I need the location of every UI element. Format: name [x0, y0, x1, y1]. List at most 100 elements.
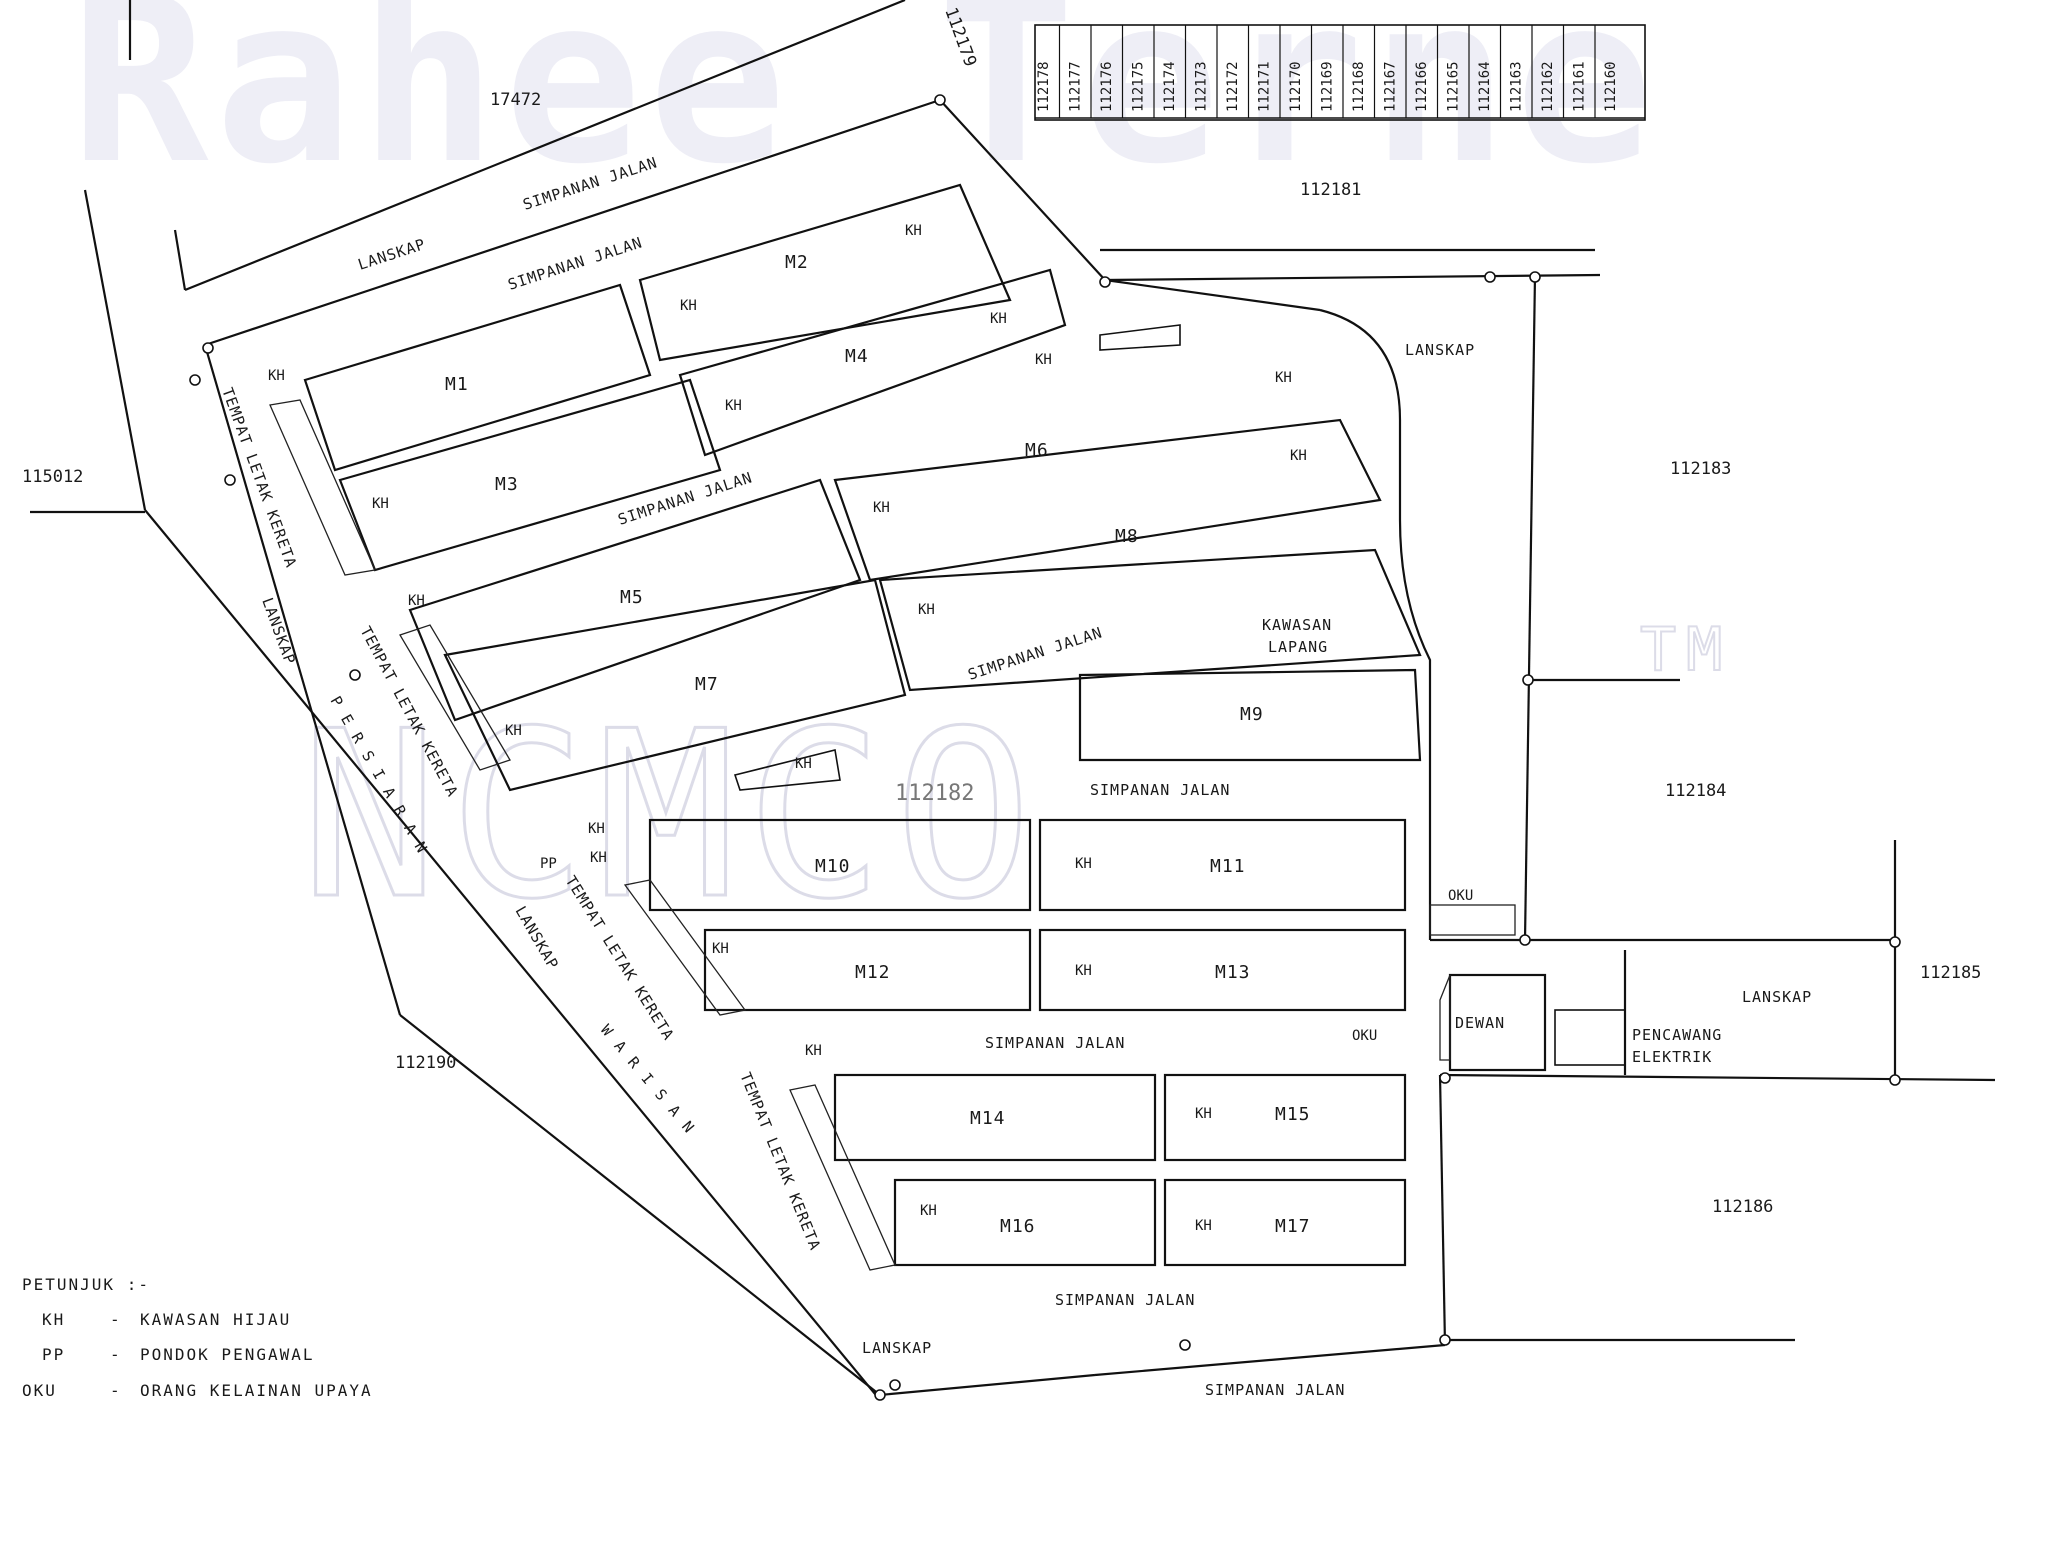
kh-label: KH	[873, 500, 890, 516]
kh-label: KH	[408, 593, 425, 609]
top-strip-lot-label: 112163	[1509, 61, 1525, 112]
top-strip-lot-label: 112161	[1572, 61, 1588, 112]
lot-m3-label: M3	[495, 474, 519, 495]
pencawang-building	[1554, 1009, 1626, 1066]
kh-label: KH	[1195, 1218, 1212, 1234]
kh-label: KH	[920, 1203, 937, 1219]
watermark-center: NCMCO	[300, 683, 1042, 950]
legend-title: PETUNJUK :-	[22, 1275, 150, 1294]
lot-m11	[1038, 818, 1407, 912]
top-strip-lot-label: 112175	[1131, 61, 1147, 112]
kh-label: KH	[1275, 370, 1292, 386]
top-strip-lot-label: 112169	[1320, 61, 1336, 112]
lot-m10-label: M10	[815, 856, 851, 877]
lot-labels: M1 M2 M3 M4 M5 M6 M7 M8 M9 M10 M11 M12 M…	[445, 252, 1311, 1237]
junction-nodes	[189, 94, 1901, 1401]
oku-label: OKU	[1352, 1028, 1377, 1044]
svg-text:-: -	[110, 1345, 122, 1364]
lot-m5-label: M5	[620, 587, 644, 608]
top-strip-lot-label: 112171	[1257, 61, 1273, 112]
kh-label: KH	[1075, 963, 1092, 979]
lot-m7	[443, 578, 907, 792]
kh-label: KH	[1035, 352, 1052, 368]
lot-112183-label: 112183	[1670, 459, 1731, 479]
lot-m15	[1163, 1073, 1407, 1162]
pp-label: PP	[540, 856, 557, 872]
lot-m17-label: M17	[1275, 1216, 1311, 1237]
lot-m12	[703, 928, 1032, 1012]
svg-text:-: -	[110, 1310, 122, 1329]
lot-m14	[833, 1073, 1157, 1162]
lot-m8-label: M8	[1115, 526, 1139, 547]
kh-label: KH	[905, 223, 922, 239]
top-strip-lot-label: 112167	[1383, 61, 1399, 112]
lot-m7-label: M7	[695, 674, 719, 695]
kh-labels: KH KH KH KH KH KH KH KH KH KH KH KH KH K…	[268, 223, 1473, 1234]
lot-m3	[338, 378, 722, 572]
legend-code: PP	[42, 1345, 65, 1364]
kawasan-lapang-label: KAWASAN	[1262, 616, 1332, 634]
lot-m1-label: M1	[445, 374, 469, 395]
svg-text:-: -	[110, 1381, 122, 1400]
top-lot-strip	[1034, 24, 1646, 121]
kh-label: KH	[1290, 448, 1307, 464]
simpanan-jalan-label: SIMPANAN JALAN	[985, 1034, 1125, 1052]
warisan-label: WARISAN	[597, 1021, 705, 1145]
dewan-label: DEWAN	[1455, 1014, 1505, 1032]
lot-112181-label: 112181	[1300, 180, 1361, 200]
top-strip-lot-label: 112168	[1351, 61, 1367, 112]
simpanan-jalan-label: SIMPANAN JALAN	[1205, 1381, 1345, 1399]
lot-112184-label: 112184	[1665, 781, 1726, 801]
legend-code: KH	[42, 1310, 65, 1329]
top-strip-lot-label: 112166	[1414, 61, 1430, 112]
pencawang-label: ELEKTRIK	[1632, 1048, 1712, 1066]
lot-m1	[303, 283, 652, 472]
lot-m5	[408, 478, 862, 722]
top-strip-lot-label: 112176	[1099, 61, 1115, 112]
top-strip-lot-label: 112162	[1540, 61, 1556, 112]
kh-label: KH	[268, 368, 285, 384]
lanskap-label: LANSKAP	[258, 595, 299, 667]
lot-m12-label: M12	[855, 962, 891, 983]
lot-m4	[678, 268, 1067, 457]
lanskap-label: LANSKAP	[356, 235, 428, 274]
lot-112190-label: 112190	[395, 1053, 456, 1073]
top-strip-lot-label: 112164	[1477, 61, 1493, 112]
lot-m6	[833, 418, 1382, 582]
kh-label: KH	[1075, 856, 1092, 872]
lot-115012-label: 115012	[22, 467, 83, 487]
lot-m10	[648, 818, 1032, 912]
top-strip-lot-label: 112173	[1194, 61, 1210, 112]
kh-label: KH	[1195, 1106, 1212, 1122]
kh-label: KH	[588, 821, 605, 837]
lot-m13	[1038, 928, 1407, 1012]
lot-m9	[1078, 668, 1422, 762]
top-strip-lot-label: 112170	[1288, 61, 1304, 112]
legend-meaning: KAWASAN HIJAU	[140, 1310, 291, 1329]
kh-label: KH	[990, 311, 1007, 327]
legend: PETUNJUK :- KH KAWASAN HIJAU PP PONDOK P…	[22, 1275, 371, 1400]
kh-label: KH	[372, 496, 389, 512]
pencawang-label: PENCAWANG	[1632, 1026, 1722, 1044]
lot-m11-label: M11	[1210, 856, 1246, 877]
top-strip-lot-label: 112160	[1603, 61, 1619, 112]
kh-label: KH	[712, 941, 729, 957]
legend-code: OKU	[22, 1381, 57, 1400]
simpanan-jalan-label: SIMPANAN JALAN	[616, 468, 755, 529]
lot-112186-label: 112186	[1712, 1197, 1773, 1217]
lot-m13-label: M13	[1215, 962, 1251, 983]
parking-strips	[269, 399, 1516, 1271]
lot-m16-label: M16	[1000, 1216, 1036, 1237]
lot-m2-label: M2	[785, 252, 809, 273]
top-strip-lot-label: 112172	[1225, 61, 1241, 112]
kh-label: KH	[725, 398, 742, 414]
lot-m4-label: M4	[845, 346, 869, 367]
top-strip-lot-label: 112178	[1036, 61, 1052, 112]
legend-meaning: PONDOK PENGAWAL	[140, 1345, 315, 1364]
simpanan-jalan-label: SIMPANAN JALAN	[1090, 781, 1230, 799]
road-network	[30, 0, 1996, 1401]
lanskap-label: LANSKAP	[862, 1339, 932, 1357]
kh-label: KH	[918, 602, 935, 618]
